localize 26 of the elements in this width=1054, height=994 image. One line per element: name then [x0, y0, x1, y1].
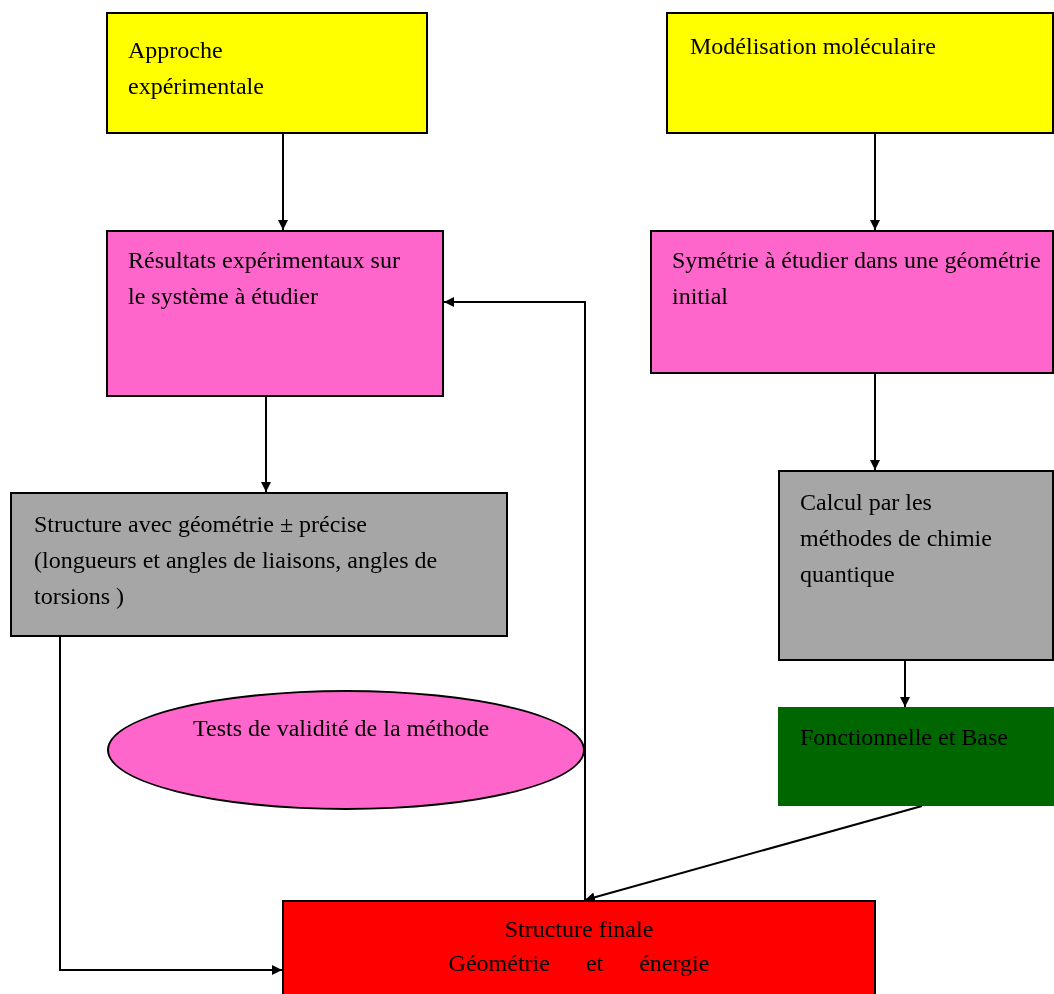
- arrow: [278, 133, 288, 231]
- arrow: [443, 297, 586, 901]
- node-text: Structure avec géométrie ± précise (longueurs et angles de liaisons, angles de torsions ): [34, 510, 439, 611]
- process-box: [650, 230, 1054, 374]
- node-text: Fonctionnelle et Base: [800, 723, 1009, 752]
- node-text: Symétrie à étudier dans une géométrie initial: [672, 246, 1042, 311]
- node-text: Géométrie et énergie: [447, 949, 711, 978]
- node-text: Modélisation moléculaire: [690, 32, 937, 61]
- process-box: [10, 492, 508, 637]
- result-box: [282, 900, 876, 994]
- node-text: Approche expérimentale: [128, 36, 265, 101]
- process-box: [106, 230, 444, 397]
- process-box: [778, 707, 1054, 806]
- node-text: Résultats expérimentaux sur le système à étudier: [128, 246, 401, 311]
- arrow: [900, 660, 910, 708]
- arrow: [261, 396, 271, 493]
- node-text: Tests de validité de la méthode: [193, 714, 491, 743]
- arrow: [584, 805, 923, 903]
- process-box: [778, 470, 1054, 661]
- arrow: [870, 373, 880, 471]
- node-text: Structure finale: [503, 915, 655, 944]
- process-box: [106, 12, 428, 134]
- arrow: [59, 636, 283, 975]
- node-text: Calcul par les méthodes de chimie quantique: [800, 488, 993, 589]
- arrow: [870, 133, 880, 231]
- process-box: [666, 12, 1054, 134]
